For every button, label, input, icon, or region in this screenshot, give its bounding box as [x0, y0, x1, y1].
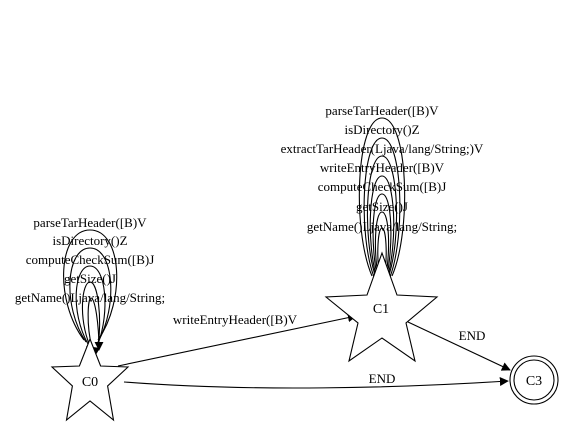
edge-c0-c3-label: END: [369, 371, 396, 386]
c0-loop-label: parseTarHeader([B)V: [33, 215, 147, 230]
c1-loop-4: [369, 175, 395, 280]
c1-label: C1: [373, 302, 389, 317]
c1-loop-6: [374, 211, 390, 282]
c1-loop-7: [377, 227, 387, 283]
c0-loop-labels: parseTarHeader([B)V isDirectory()Z compu…: [15, 215, 165, 305]
node-c1[interactable]: C1: [324, 251, 439, 363]
c0-loop-1: [63, 229, 118, 341]
node-c0[interactable]: C0: [50, 337, 130, 422]
edge-c0-c1-label: writeEntryHeader([B)V: [173, 312, 298, 327]
c0-loop-5: [87, 297, 104, 351]
c3-inner-circle: [513, 359, 555, 401]
edge-c1-c3: [407, 321, 511, 371]
c1-loop-label: getName()Ljava/lang/String;: [307, 219, 457, 234]
c3-label: C3: [526, 374, 542, 389]
edge-c0-c1: [117, 313, 357, 367]
c0-loop-3: [75, 265, 106, 345]
c0-loop-label: isDirectory()Z: [52, 233, 127, 248]
c1-loop-5: [372, 193, 392, 281]
c0-loop-2: [69, 247, 112, 343]
c1-loop-label: isDirectory()Z: [344, 122, 419, 137]
c1-loop-label: extractTarHeader(Ljava/lang/String;)V: [281, 141, 484, 156]
c1-loop-label: writeEntryHeader([B)V: [320, 160, 445, 175]
c1-loop-1: [358, 117, 406, 277]
c1-star-shape: [324, 251, 439, 363]
c0-loop-label: computeCheckSum([B)J: [26, 252, 155, 267]
edge-c0-c3: [123, 377, 509, 389]
c0-loop-label: getName()Ljava/lang/String;: [15, 290, 165, 305]
c1-loop-label: parseTarHeader([B)V: [325, 103, 439, 118]
edges: [117, 313, 511, 389]
c1-loop-3: [366, 155, 398, 279]
node-c3[interactable]: C3: [509, 355, 559, 405]
edge-labels: writeEntryHeader([B)V END END: [173, 312, 485, 386]
c1-loop-2: [363, 137, 401, 278]
edge-c1-c3-label: END: [459, 328, 486, 343]
c0-label: C0: [82, 375, 98, 390]
c0-loop-label: getSize()J: [64, 271, 116, 286]
c1-loop-label: getSize()J: [356, 199, 408, 214]
c1-loop-labels: parseTarHeader([B)V isDirectory()Z extra…: [281, 103, 484, 234]
c0-loop-4: [81, 281, 101, 347]
c1-loop-label: computeCheckSum([B)J: [318, 179, 447, 194]
c0-star-shape: [50, 337, 130, 422]
